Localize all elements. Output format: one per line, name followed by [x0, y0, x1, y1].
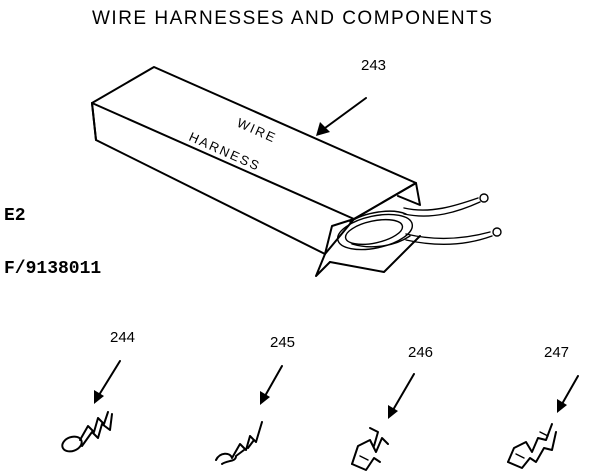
harness-lead-upper-terminal: [479, 193, 489, 203]
box-bottom-flap-left: [315, 253, 331, 277]
box-front-face: [91, 102, 355, 255]
harness-coil-inner: [344, 218, 404, 246]
terminal-246-detail: [359, 455, 369, 461]
ring-terminal-barrel: [79, 411, 109, 441]
box-bottom-flap: [329, 235, 421, 273]
ring-terminal-barrel-edge: [81, 413, 113, 447]
callout-245-leader: [264, 365, 283, 397]
box-top-face: [91, 66, 417, 220]
callout-244: 244: [110, 329, 135, 346]
box-top-flap: [353, 182, 421, 220]
box-side-flap: [324, 218, 355, 255]
terminal-245: [215, 421, 263, 465]
callout-247: 247: [544, 344, 569, 361]
terminal-245-body: [215, 421, 263, 461]
terminal-247-detail: [515, 431, 549, 459]
callout-243-leader: [324, 97, 367, 129]
terminal-245-tab: [221, 439, 255, 465]
callout-243-arrowhead: [316, 122, 330, 136]
harness-coil-strand: [349, 210, 407, 223]
terminal-247: [507, 423, 557, 469]
callout-244-leader: [98, 360, 121, 396]
model-suffix-label: E2: [4, 206, 26, 226]
terminal-247-edge: [507, 431, 557, 469]
part-reference-label: F/9138011: [4, 259, 101, 279]
harness-lead-upper-2: [403, 201, 481, 217]
callout-244-arrowhead: [94, 390, 104, 404]
terminal-246-body: [351, 437, 389, 465]
harness-lead-upper: [403, 197, 479, 211]
box-left-edge: [91, 102, 97, 141]
ring-terminal-244: [61, 411, 113, 453]
terminal-246-base: [351, 457, 381, 471]
diagram-title: WIRE HARNESSES AND COMPONENTS: [92, 8, 493, 29]
callout-246: 246: [408, 344, 433, 361]
callout-247-leader: [561, 375, 579, 405]
harness-coil-outer: [336, 213, 414, 251]
harness-lead-lower: [405, 231, 491, 240]
callout-246-arrowhead: [388, 405, 398, 419]
ring-terminal-eye: [61, 435, 83, 453]
terminal-247-body: [507, 423, 553, 463]
harness-lead-lower-terminal: [492, 227, 502, 237]
wire-harness-box: WIRE HARNESS: [91, 66, 502, 277]
callout-245: 245: [270, 334, 295, 351]
callout-247-arrowhead: [557, 399, 567, 413]
callout-245-arrowhead: [260, 391, 270, 405]
terminal-246-tab: [369, 427, 379, 447]
harness-lead-lower-2: [405, 235, 493, 246]
terminal-246: [351, 427, 389, 471]
callout-246-leader: [392, 373, 415, 411]
harness-coil-strand-lower: [351, 235, 411, 248]
callout-243: 243: [361, 57, 386, 74]
